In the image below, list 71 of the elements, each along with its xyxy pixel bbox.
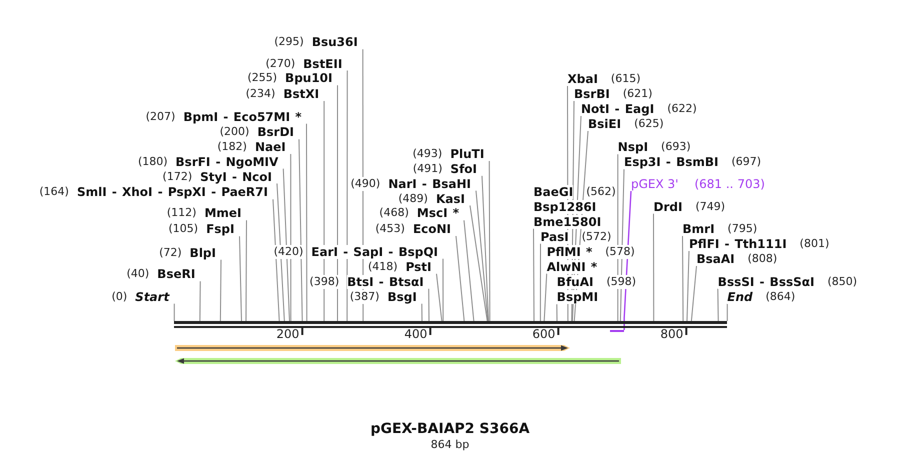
leader-line [544,273,548,322]
sequence-length: 864 bp [430,438,470,451]
restriction-site-label: BaeGI (562) [534,184,616,199]
restriction-site-label: (453) EcoNI [375,222,456,236]
leader-line [436,273,442,322]
restriction-site-label: (105) FspI [168,222,240,236]
restriction-site-label: NspI (693) [618,140,691,154]
restriction-site-label: (234) BstXI [246,87,324,101]
leader-line [533,228,534,322]
leader-line [199,280,201,322]
restriction-site-label: (493) PluTI [412,147,490,161]
leader-line [421,303,422,322]
leader-line [726,303,728,322]
leader-line [476,190,488,322]
restriction-site-label: (270) BstEII [266,56,348,70]
leader-line [540,243,541,322]
restriction-site-label: (112) MmeI [166,206,246,220]
restriction-site-label: BmrI (795) [682,222,758,236]
leader-line [482,175,489,322]
restriction-site-label: (72) BlpI [159,246,221,260]
restriction-site-label: PasI (572) [540,230,612,244]
leader-line [290,154,292,322]
restriction-site-label: BsaAI (808) [696,252,778,266]
scale-label: 800 [660,327,684,341]
leader-line [682,236,684,322]
leader-line [686,250,690,322]
scale-label: 400 [404,327,428,341]
scale-label: 600 [532,327,556,341]
leader-line [174,303,175,322]
restriction-site-label: BsrBI (621) [574,87,652,101]
leader-line [470,205,488,322]
leader-line [717,288,719,322]
leader-line [239,236,242,322]
restriction-site-label: Bme1580I [534,214,602,229]
leader-line [324,100,325,322]
restriction-site-label: Bsp1286I [534,200,598,214]
leader-line [488,160,490,322]
leader-line [442,258,444,322]
leader-line [272,198,280,322]
restriction-site-label: BspMI [556,290,600,304]
restriction-site-label: (182) NaeI [217,140,291,154]
dna-backbone [174,321,728,328]
leader-line [556,304,558,322]
leader-line [276,183,285,322]
sequence-end-label: End (864) [727,290,796,304]
leader-line [690,266,697,322]
restriction-site-label: AlwNI * [546,260,598,274]
leader-line [428,288,430,322]
leader-line [220,259,222,322]
restriction-site-label: (491) SfoI [412,162,482,176]
leader-line [464,220,474,322]
leader-line [246,220,247,322]
restriction-site-label: (200) BsrDI [220,125,299,140]
leader-line [337,84,338,322]
restriction-site-label: (387) BsgI [350,290,422,304]
restriction-site-label: PflMI * (578) [546,244,635,259]
leader-line [282,168,290,322]
restriction-site-label: XbaI (615) [568,72,640,86]
leader-line [346,70,348,322]
map-title: pGEX-BAIAP2 S366A [370,421,530,438]
restriction-site-label: BsiEI (625) [588,117,664,131]
leader-line [298,138,303,322]
restriction-site-label: BfuAI (598) [556,275,636,290]
restriction-site-label: (489) KasI [398,192,470,206]
leader-line [653,213,654,322]
restriction-site-label: (418) PstI [368,260,436,274]
primer-binding-mark [610,330,624,332]
leader-line [306,123,308,322]
leader-line [456,236,465,322]
scale-label: 200 [276,327,300,341]
restriction-site-label: DrdI (749) [654,200,726,214]
